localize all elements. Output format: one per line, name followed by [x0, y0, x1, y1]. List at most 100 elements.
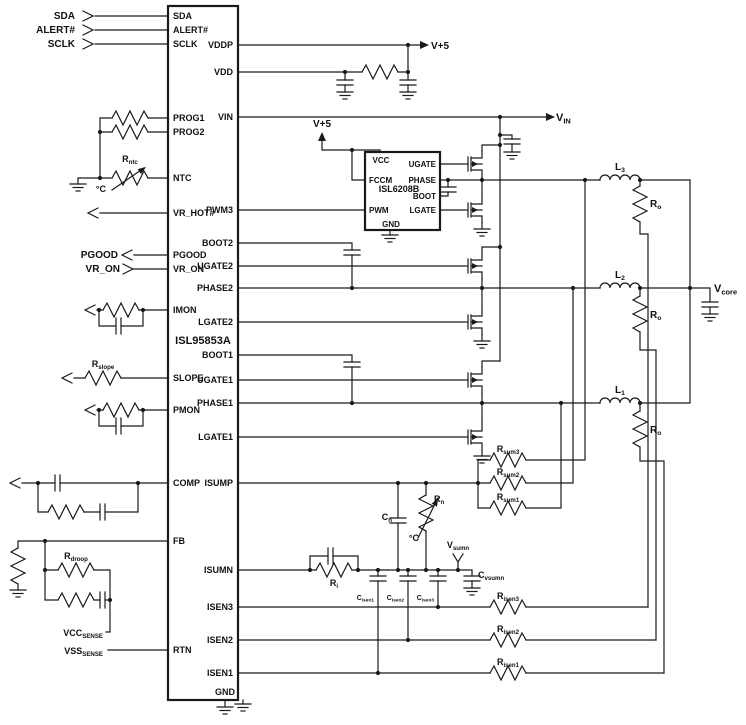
pin-pgood: PGOOD: [173, 250, 207, 260]
pin-lgate1: LGATE1: [198, 432, 233, 442]
pgood-connector-icon: [121, 249, 133, 261]
pin-pwm3: PWM3: [206, 205, 233, 215]
ground-symbol: [473, 340, 491, 349]
capacitor-boot2: [343, 249, 361, 256]
net-sclk-label: SCLK: [48, 39, 76, 50]
ro3-label: Ro: [650, 199, 661, 211]
rn-label: Rn: [434, 494, 445, 506]
resistor-ri: [315, 562, 353, 578]
ground-symbol: [336, 91, 354, 100]
l2-label: L2: [615, 270, 625, 282]
driver-ic-name: ISL6208B: [379, 184, 420, 194]
vrhot-connector-icon: [87, 207, 99, 219]
pin-gnd: GND: [215, 687, 236, 697]
pin-imon: IMON: [173, 305, 197, 315]
net-alert-label: ALERT#: [36, 25, 75, 36]
capacitor-comp2: [99, 503, 106, 521]
resistor-rdroop: [57, 562, 95, 578]
rslope-label: Rslope: [92, 359, 115, 371]
junction-dots: [35, 42, 693, 676]
net-labels: SDA ALERT# SCLK PGOOD VR_ON V+5 V+5 VIN …: [36, 11, 737, 552]
pin-sclk: SCLK: [173, 39, 198, 49]
resistor-ro2: [632, 295, 648, 333]
ro2-label: Ro: [650, 310, 661, 322]
ground-symbol: [234, 703, 252, 712]
capacitor-cn: [389, 517, 407, 524]
pin-fb: FB: [173, 536, 185, 546]
pin-isump: ISUMP: [204, 478, 233, 488]
resistor-prog2: [111, 124, 149, 140]
vss-sense-label: VSSSENSE: [64, 646, 103, 658]
ground-symbol: [216, 706, 234, 715]
main-ic-name: ISL95853A: [175, 335, 231, 347]
driver-pin-fccm: FCCM: [369, 176, 392, 185]
net-vin-label: VIN: [556, 112, 571, 126]
pin-ugate2: UGATE2: [197, 261, 233, 271]
ground-symbol: [9, 589, 27, 598]
driver-ic-labels: VCC UGATE FCCM PHASE BOOT PWM LGATE GND …: [369, 156, 437, 229]
v5-driver-arrow-icon: [318, 132, 326, 141]
sda-connector-icon: [82, 10, 94, 22]
pin-slope: SLOPE: [173, 373, 204, 383]
pin-isen2: ISEN2: [207, 635, 233, 645]
risen3-label: Risen3: [497, 591, 520, 603]
ground-symbol: [399, 91, 417, 100]
comp-connector-icon: [9, 477, 21, 489]
capacitor-cisen1: [369, 575, 387, 582]
driver-pin-lgate: LGATE: [409, 206, 436, 215]
resistor-fb2: [57, 592, 95, 608]
vcc-sense-label: VCCSENSE: [63, 628, 103, 640]
vin-arrow-icon: [546, 113, 555, 121]
cisen2-label: Cisen2: [387, 595, 405, 604]
capacitor-vdd1: [336, 79, 354, 86]
pin-boot1: BOOT1: [202, 350, 233, 360]
pin-isen3: ISEN3: [207, 602, 233, 612]
capacitor-ri: [327, 547, 334, 565]
cn-label: Cn: [382, 512, 393, 524]
ro1-label: Ro: [650, 425, 661, 437]
wires-left-signals: [17, 15, 169, 651]
imon-connector-icon: [84, 304, 96, 316]
pin-alert: ALERT#: [173, 25, 208, 35]
net-v5-top-label: V+5: [431, 41, 450, 52]
risen1-label: Risen1: [497, 657, 520, 669]
rsum3-label: Rsum3: [497, 444, 520, 456]
resistor-imon: [102, 302, 140, 318]
driver-pin-gnd: GND: [382, 220, 400, 229]
risen2-label: Risen2: [497, 624, 520, 636]
capacitor-cisen2: [399, 575, 417, 582]
mosfet-low2: [461, 308, 483, 336]
pin-ugate1: UGATE1: [197, 375, 233, 385]
resistor-fb-gnd: [10, 547, 26, 585]
mosfet-low1: [461, 423, 483, 451]
cvsumn-label: Cvsumn: [478, 570, 504, 582]
slope-connector-icon: [61, 372, 73, 384]
driver-pin-vcc: VCC: [373, 156, 390, 165]
pin-vin: VIN: [218, 112, 233, 122]
wires-phases: [237, 116, 601, 457]
pin-rtn: RTN: [173, 645, 192, 655]
ground-symbol: [473, 228, 491, 237]
pin-sda: SDA: [173, 11, 193, 21]
driver-pin-phase: PHASE: [408, 176, 436, 185]
capacitor-vcore: [701, 301, 719, 308]
pin-isumn: ISUMN: [204, 565, 233, 575]
capacitor-imon: [115, 317, 122, 335]
vron-connector-icon: [122, 263, 134, 275]
mosfet-high3: [461, 150, 483, 178]
pin-prog1: PROG1: [173, 113, 205, 123]
resistor-ro1: [632, 410, 648, 448]
pin-phase1: PHASE1: [197, 398, 233, 408]
ground-symbol: [503, 151, 521, 160]
inductor-l2: [599, 282, 641, 289]
net-vsumn-label: Vsumn: [447, 540, 470, 552]
ground-symbol: [701, 313, 719, 322]
driver-pin-ugate: UGATE: [409, 160, 437, 169]
pin-vron: VR_ON: [173, 264, 204, 274]
pin-phase2: PHASE2: [197, 283, 233, 293]
pin-vrhot: VR_HOT#: [173, 208, 215, 218]
pin-prog2: PROG2: [173, 127, 205, 137]
capacitor-cisen3: [429, 575, 447, 582]
ground-symbol: [381, 234, 399, 243]
